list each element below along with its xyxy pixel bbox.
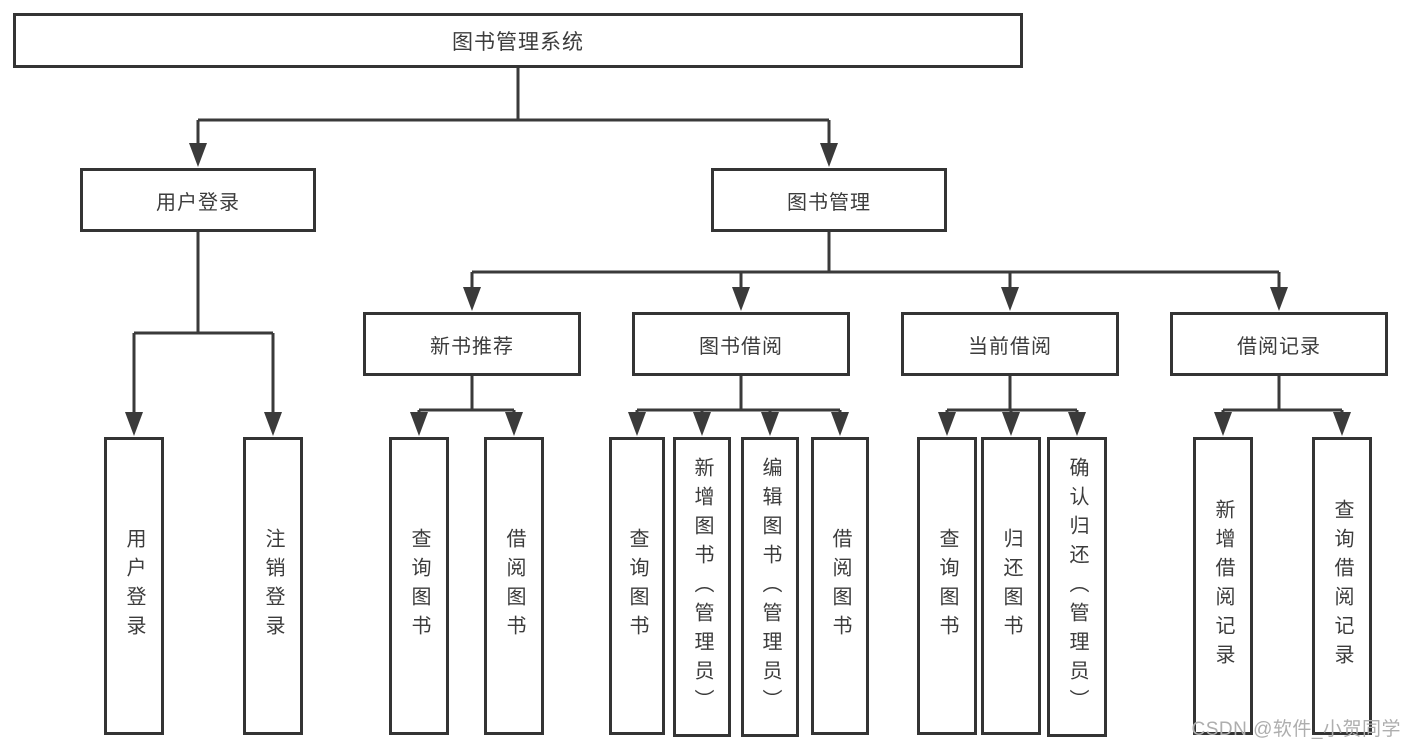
node-user-login: 用户登录 (80, 168, 316, 232)
leaf-current-return-label: 归还图书 (1000, 528, 1022, 644)
node-new-books-label: 新书推荐 (430, 335, 514, 358)
leaf-borrow-query-label: 查询图书 (626, 528, 648, 644)
leaf-user-login: 用户登录 (104, 437, 164, 735)
node-book-mgmt-label: 图书管理 (787, 191, 871, 214)
leaf-logout-label: 注销登录 (262, 528, 284, 644)
node-borrow-records: 借阅记录 (1170, 312, 1388, 376)
leaf-newbooks-query: 查询图书 (389, 437, 449, 735)
leaf-borrow-edit: 编辑图书（管理员） (741, 437, 799, 737)
node-root-label: 图书管理系统 (452, 30, 584, 54)
leaf-borrow-borrow: 借阅图书 (811, 437, 869, 735)
leaf-borrow-edit-label: 编辑图书（管理员） (759, 456, 781, 718)
node-new-books: 新书推荐 (363, 312, 581, 376)
leaf-current-query: 查询图书 (917, 437, 977, 735)
leaf-current-confirm: 确认归还（管理员） (1047, 437, 1107, 737)
leaf-borrow-query: 查询图书 (609, 437, 665, 735)
leaf-records-query: 查询借阅记录 (1312, 437, 1372, 735)
node-user-login-label: 用户登录 (156, 191, 240, 214)
node-root: 图书管理系统 (13, 13, 1023, 68)
connector-paths (132, 68, 1344, 414)
node-book-borrow-label: 图书借阅 (699, 335, 783, 358)
leaf-records-add-label: 新增借阅记录 (1212, 499, 1234, 673)
leaf-current-confirm-label: 确认归还（管理员） (1066, 456, 1088, 718)
leaf-newbooks-query-label: 查询图书 (408, 528, 430, 644)
node-book-mgmt: 图书管理 (711, 168, 947, 232)
node-book-borrow: 图书借阅 (632, 312, 850, 376)
node-current-borrow-label: 当前借阅 (968, 335, 1052, 358)
leaf-logout: 注销登录 (243, 437, 303, 735)
leaf-user-login-label: 用户登录 (123, 528, 145, 644)
node-borrow-records-label: 借阅记录 (1237, 335, 1321, 358)
leaf-current-query-label: 查询图书 (936, 528, 958, 644)
leaf-newbooks-borrow-label: 借阅图书 (503, 528, 525, 644)
arrowhead-icons (125, 143, 1351, 436)
leaf-newbooks-borrow: 借阅图书 (484, 437, 544, 735)
leaf-borrow-add-label: 新增图书（管理员） (691, 456, 713, 718)
node-current-borrow: 当前借阅 (901, 312, 1119, 376)
leaf-borrow-add: 新增图书（管理员） (673, 437, 731, 737)
leaf-current-return: 归还图书 (981, 437, 1041, 735)
leaf-records-add: 新增借阅记录 (1193, 437, 1253, 735)
leaf-borrow-borrow-label: 借阅图书 (829, 528, 851, 644)
leaf-records-query-label: 查询借阅记录 (1331, 499, 1353, 673)
csdn-watermark: CSDN @软件_小贺同学 (1191, 719, 1401, 740)
